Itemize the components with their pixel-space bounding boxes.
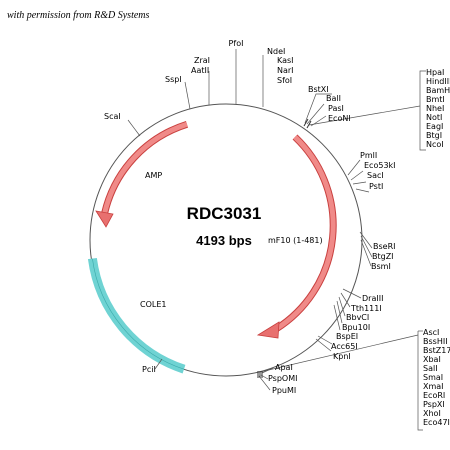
mcs1-site: NcoI	[426, 140, 444, 149]
site-label-pcii: PciI	[142, 365, 156, 374]
mcs1-site: BmtI	[426, 95, 445, 104]
mcs2-site: Eco47III	[423, 418, 450, 427]
mcs2-site: PspXI	[423, 400, 445, 409]
site-label-tth111i: Tth111I	[350, 304, 382, 313]
amp-arrow-outline	[101, 120, 189, 215]
site-label-pspomi: PspOMI	[268, 374, 298, 383]
mcs2-site: SmaI	[423, 373, 443, 382]
mcs1-list: HpaI HindIII BamHI BmtI NheI NotI EagI B…	[426, 68, 450, 149]
site-label-eco53ki: Eco53kI	[364, 161, 396, 170]
plasmid-name: RDC3031	[187, 204, 262, 223]
mcs2-list: AscI BssHII BstZ17I XbaI SalI SmaI XmaI …	[423, 328, 450, 427]
plasmid-backbone	[89, 103, 363, 377]
site-label-ppumi: PpuMI	[272, 386, 296, 395]
site-label-bseri: BseRI	[373, 242, 396, 251]
cole1-label: COLE1	[140, 300, 166, 309]
plasmid-size: 4193 bps	[196, 233, 252, 248]
mcs1-site: EagI	[426, 122, 443, 131]
credit-text: with permission from R&D Systems	[7, 10, 150, 21]
site-label-scai: ScaI	[104, 112, 121, 121]
mcs2-site: XmaI	[423, 382, 444, 391]
mcs-brackets	[417, 70, 426, 431]
site-label-pmli: PmlI	[360, 151, 377, 160]
mcs2-site: XbaI	[423, 355, 441, 364]
mcs2-site: SalI	[423, 364, 438, 373]
site-label-saci: SacI	[367, 171, 384, 180]
site-label-kasi: KasI	[277, 56, 294, 65]
site-label-bpu10i: Bpu10I	[342, 323, 370, 332]
mf10-arrow-head	[256, 321, 280, 339]
mf10-label: mF10 (1-481)	[268, 236, 323, 245]
site-label-econi: EcoNI	[328, 114, 351, 123]
mcs1-site: NotI	[426, 113, 442, 122]
site-label-sspi: SspI	[165, 75, 182, 84]
mcs2-site: BssHII	[423, 337, 448, 346]
site-ticks	[257, 118, 312, 378]
site-label-acc65i: Acc65I	[331, 342, 358, 351]
site-label-kpni: KpnI	[333, 352, 351, 361]
site-label-bali: BalI	[326, 94, 341, 103]
mcs1-site: HpaI	[426, 68, 444, 77]
mcs2-site: BstZ17I	[423, 346, 450, 355]
site-label-draiii: DraIII	[362, 294, 383, 303]
site-label-psti: PstI	[369, 182, 383, 191]
mcs1-site: HindIII	[426, 77, 450, 86]
site-label-pasi: PasI	[328, 104, 344, 113]
mf10-arrow	[274, 135, 336, 332]
site-label-zrai: ZraI	[194, 56, 210, 65]
site-label-sfoi: SfoI	[277, 76, 292, 85]
site-labels: PfoI NdeI KasI NarI SfoI ZraI AatII SspI…	[104, 39, 396, 395]
site-label-bspei: BspEI	[336, 332, 358, 341]
amp-label: AMP	[145, 171, 162, 180]
mcs2-site: XhoI	[423, 409, 441, 418]
site-label-aatii: AatII	[191, 66, 209, 75]
mcs1-site: NheI	[426, 104, 444, 113]
mcs2-site: AscI	[423, 328, 439, 337]
site-label-pfoi: PfoI	[229, 39, 244, 48]
amp-arrow	[102, 121, 188, 214]
site-label-btgzi: BtgZI	[372, 252, 394, 261]
mcs1-site: BamHI	[426, 86, 450, 95]
site-label-nari: NarI	[277, 66, 294, 75]
site-label-bsmi: BsmI	[371, 262, 391, 271]
amp-arrow-head	[95, 210, 114, 228]
mcs2-site: EcoRI	[423, 391, 445, 400]
mcs1-site: BtgI	[426, 131, 442, 140]
cole1-outline	[92, 258, 185, 370]
site-label-ndei: NdeI	[267, 47, 285, 56]
cole1-origin	[87, 258, 186, 374]
site-label-apai: ApaI	[275, 363, 293, 372]
site-label-bstxi: BstXI	[308, 85, 329, 94]
site-leaders	[127, 49, 421, 391]
site-label-bbvci: BbvCI	[346, 313, 369, 322]
